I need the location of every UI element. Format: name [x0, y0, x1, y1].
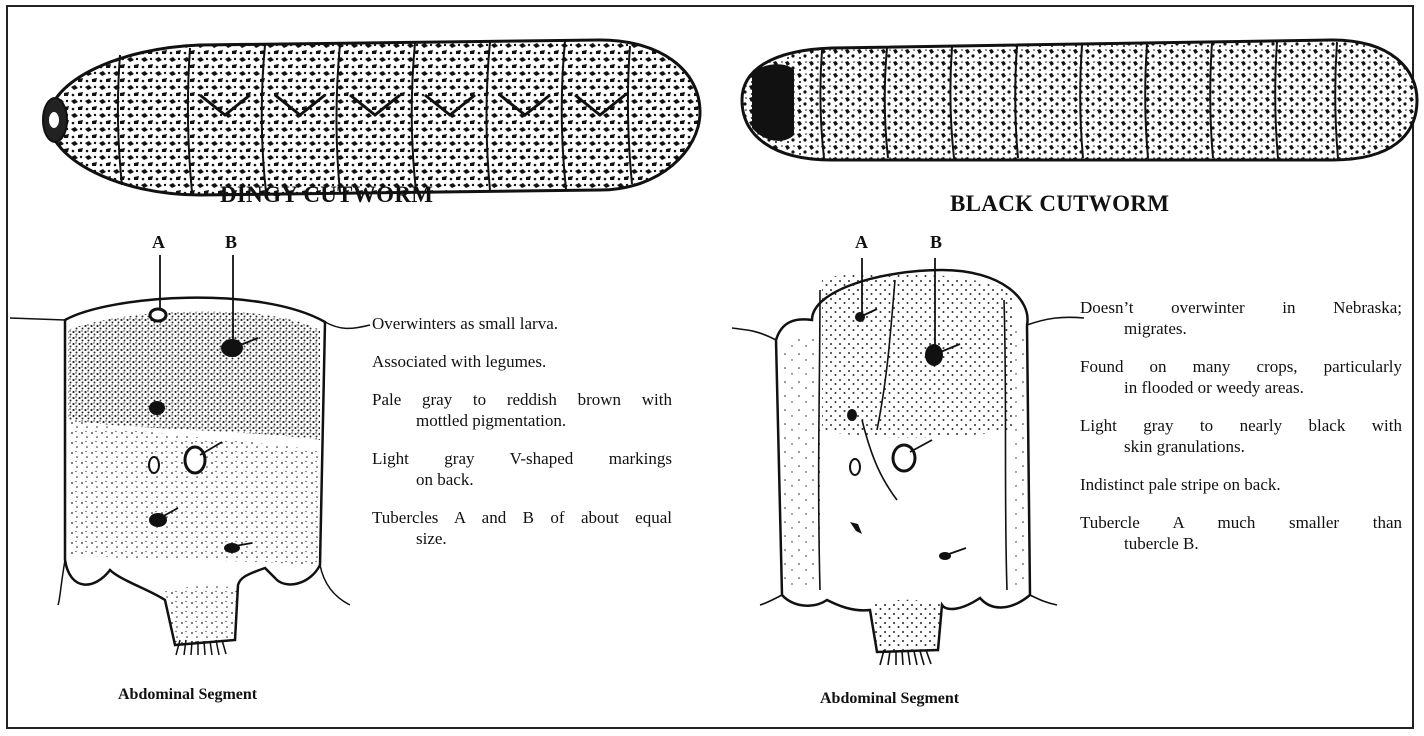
- note-item: Doesn’t overwinter in Nebraska; migrates…: [1080, 297, 1402, 339]
- dingy-abdominal-segment: [10, 255, 370, 655]
- black-cutworm-title: BLACK CUTWORM: [950, 191, 1169, 217]
- dingy-cutworm-title: DINGY CUTWORM: [220, 182, 433, 208]
- black-cutworm-abdominal-segment: [732, 258, 1084, 665]
- note-line-2: in flooded or weedy areas.: [1080, 377, 1402, 398]
- note-line-1: Light gray V-shaped markings: [372, 448, 672, 469]
- tubercle-b-label: B: [225, 232, 237, 253]
- note-line-1: Associated with legumes.: [372, 351, 672, 372]
- note-line-1: Tubercles A and B of about equal: [372, 507, 672, 528]
- note-line-1: Pale gray to reddish brown with: [372, 389, 672, 410]
- note-line-2: migrates.: [1080, 318, 1402, 339]
- dingy-cutworm-larva: [43, 40, 700, 195]
- note-item: Associated with legumes.: [372, 351, 672, 372]
- dingy-cutworm-panel: DINGY CUTWORM A B Overwinters as small l…: [0, 0, 712, 736]
- note-line-1: Found on many crops, particularly: [1080, 356, 1402, 377]
- note-line-2: size.: [372, 528, 672, 549]
- note-line-1: Indistinct pale stripe on back.: [1080, 474, 1402, 495]
- note-item: Tubercle A much smaller than tubercle B.: [1080, 512, 1402, 554]
- note-line-1: Light gray to nearly black with: [1080, 415, 1402, 436]
- note-item: Found on many crops, particularly in flo…: [1080, 356, 1402, 398]
- note-line-1: Tubercle A much smaller than: [1080, 512, 1402, 533]
- note-line-1: Overwinters as small larva.: [372, 313, 672, 334]
- tubercle-b-label: B: [930, 232, 942, 253]
- note-item: Indistinct pale stripe on back.: [1080, 474, 1402, 495]
- note-item: Overwinters as small larva.: [372, 313, 672, 334]
- note-line-2: tubercle B.: [1080, 533, 1402, 554]
- black-cutworm-panel: BLACK CUTWORM A B Doesn’t overwinter in …: [712, 0, 1424, 736]
- note-item: Pale gray to reddish brown with mottled …: [372, 389, 672, 431]
- tubercle-a-label: A: [152, 232, 165, 253]
- black-cutworm-larva: [742, 40, 1417, 160]
- note-item: Light gray to nearly black with skin gra…: [1080, 415, 1402, 457]
- note-line-2: mottled pigmentation.: [372, 410, 672, 431]
- black-abdominal-caption: Abdominal Segment: [820, 690, 959, 708]
- note-line-2: on back.: [372, 469, 672, 490]
- black-cutworm-notes: Doesn’t overwinter in Nebraska; migrates…: [1080, 297, 1402, 571]
- note-item: Light gray V-shaped markings on back.: [372, 448, 672, 490]
- tubercle-a-label: A: [855, 232, 868, 253]
- dingy-cutworm-notes: Overwinters as small larva. Associated w…: [372, 313, 672, 566]
- dingy-abdominal-caption: Abdominal Segment: [118, 686, 257, 704]
- note-line-1: Doesn’t overwinter in Nebraska;: [1080, 297, 1402, 318]
- note-line-2: skin granulations.: [1080, 436, 1402, 457]
- note-item: Tubercles A and B of about equal size.: [372, 507, 672, 549]
